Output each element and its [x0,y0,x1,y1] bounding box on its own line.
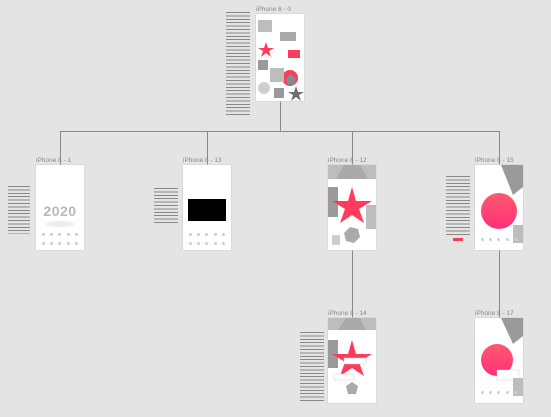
frame-label[interactable]: iPhone 8 - 0 [256,6,292,13]
keypad-dots [183,231,231,247]
year-2020-hero: 2020 [43,203,77,219]
artboard-frame-1[interactable]: 2020 [36,165,84,250]
frame-label[interactable]: iPhone 8 - 17 [475,310,514,317]
artboard-frame-14[interactable] [328,318,376,403]
collage-artwork [258,20,304,101]
annotation-note [300,332,324,402]
connector-root-vertical [280,101,281,132]
connector-12-to-14 [352,250,353,318]
connector-to-frame-12 [352,131,353,165]
reflection-shadow [46,221,74,227]
frame-label[interactable]: iPhone 8 - 1 [36,157,72,164]
black-video-block [188,199,226,221]
circle-collage-artwork [481,165,523,243]
artboard-frame-17[interactable] [475,318,523,403]
artboard-frame-0[interactable] [256,14,304,101]
artboard-frame-13[interactable] [183,165,231,250]
artboard-frame-15[interactable] [475,165,523,250]
frame-label[interactable]: iPhone 8 - 13 [183,157,222,164]
annotation-note [446,176,470,242]
frame-label[interactable]: iPhone 8 - 12 [328,157,367,164]
star-collage-artwork [328,318,376,394]
circle-collage-artwork [481,318,523,396]
connector-to-frame-15 [499,131,500,165]
star-collage-artwork [328,165,376,245]
connector-15-to-17 [499,250,500,318]
connector-to-frame-1 [60,131,61,165]
annotation-note [154,188,178,224]
annotation-note [226,12,250,116]
connector-to-frame-13 [207,131,208,165]
keypad-dots [475,384,523,400]
frame-label[interactable]: iPhone 8 - 15 [475,157,514,164]
artboard-frame-12[interactable] [328,165,376,250]
keypad-dots [36,231,84,247]
annotation-note [8,186,30,234]
connector-horizontal [60,131,499,132]
keypad-dots [475,231,523,247]
frame-label[interactable]: iPhone 8 - 14 [328,310,367,317]
